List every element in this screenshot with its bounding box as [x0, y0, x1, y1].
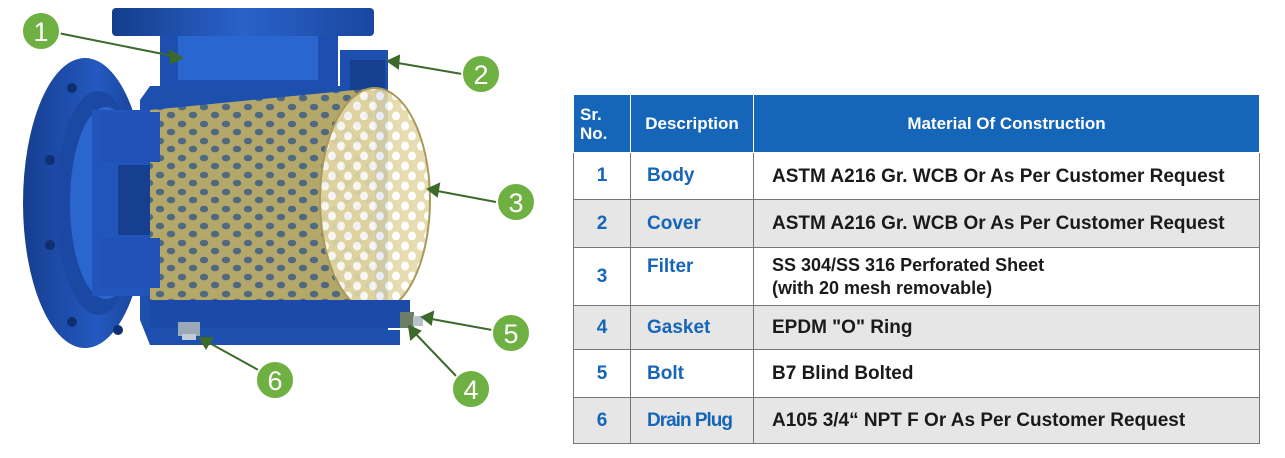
callout-5-label: 5 [503, 319, 518, 349]
callout-6-label: 6 [267, 366, 282, 396]
row-material-line1: SS 304/SS 316 Perforated Sheet [772, 254, 1045, 275]
parts-table: Sr. No. Description Material Of Construc… [573, 94, 1260, 444]
callout-6: 6 [255, 360, 295, 400]
filter-screen [150, 87, 431, 313]
row-number: 1 [573, 152, 631, 200]
header-description: Description [630, 94, 754, 153]
callout-4-label: 4 [463, 375, 478, 405]
callout-2-label: 2 [473, 60, 488, 90]
row-material: EPDM "O" Ring [753, 305, 1260, 350]
body-partitions [100, 112, 160, 288]
row-material: SS 304/SS 316 Perforated Sheet (with 20 … [753, 247, 1260, 306]
row-description: Cover [630, 199, 754, 248]
table-row: 3 Filter SS 304/SS 316 Perforated Sheet … [573, 247, 1260, 306]
table-row: 1 Body ASTM A216 Gr. WCB Or As Per Custo… [573, 152, 1260, 200]
table-row: 5 Bolt B7 Blind Bolted [573, 349, 1260, 398]
row-description: Filter [630, 247, 754, 306]
row-number: 5 [573, 349, 631, 398]
table-row: 4 Gasket EPDM "O" Ring [573, 305, 1260, 350]
row-number: 3 [573, 247, 631, 306]
row-number: 2 [573, 199, 631, 248]
callout-1: 1 [21, 11, 61, 51]
callout-2: 2 [461, 54, 501, 94]
callout-leaders [57, 32, 497, 379]
strainer-cutaway-diagram: 1 2 3 4 5 6 [21, 8, 536, 409]
header-sr-no-line2: No. [580, 123, 608, 143]
header-sr-no-line1: Sr. [580, 104, 602, 124]
header-material: Material Of Construction [753, 94, 1260, 153]
row-material: ASTM A216 Gr. WCB Or As Per Customer Req… [753, 152, 1260, 200]
row-material: ASTM A216 Gr. WCB Or As Per Customer Req… [753, 199, 1260, 248]
row-description: Bolt [630, 349, 754, 398]
table-row: 6 Drain Plug A105 3/4“ NPT F Or As Per C… [573, 397, 1260, 444]
header-sr-no: Sr. No. [573, 94, 631, 153]
row-description: Drain Plug [630, 397, 754, 444]
row-description: Gasket [630, 305, 754, 350]
callout-4: 4 [451, 369, 491, 409]
callout-1-label: 1 [33, 17, 48, 47]
row-material: A105 3/4“ NPT F Or As Per Customer Reque… [753, 397, 1260, 444]
table-row: 2 Cover ASTM A216 Gr. WCB Or As Per Cust… [573, 199, 1260, 248]
callout-3: 3 [496, 182, 536, 222]
table-header-row: Sr. No. Description Material Of Construc… [573, 94, 1260, 153]
row-description: Body [630, 152, 754, 200]
row-number: 4 [573, 305, 631, 350]
row-material-line2: (with 20 mesh removable) [772, 277, 993, 298]
row-material: B7 Blind Bolted [753, 349, 1260, 398]
callout-3-label: 3 [508, 188, 523, 218]
top-outlet-flange [112, 8, 374, 86]
bottom-fittings [150, 300, 423, 340]
row-number: 6 [573, 397, 631, 444]
callout-5: 5 [491, 313, 531, 353]
